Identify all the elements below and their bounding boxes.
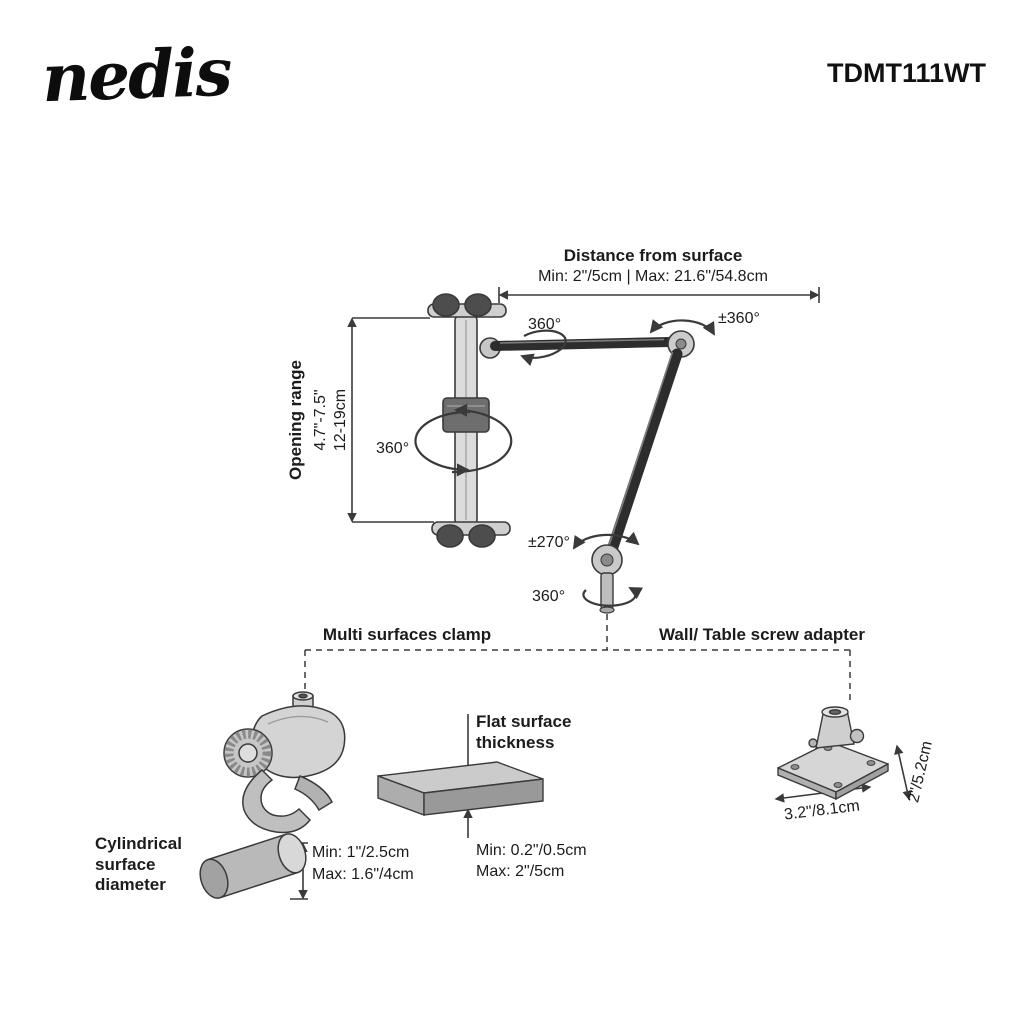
- dashed-connectors: [304, 614, 851, 704]
- cylindrical-surface-max: Max: 1.6"/4cm: [312, 866, 414, 883]
- cylinder-illustration: [199, 833, 307, 899]
- holder-rotation-arrow-left: [414, 410, 471, 477]
- flat-surface-slab-illustration: [377, 761, 544, 817]
- screw-adapter-illustration: [777, 706, 889, 801]
- rotation-top-label: 360°: [528, 316, 562, 333]
- cylindrical-surface-min: Min: 1"/2.5cm: [312, 844, 410, 861]
- lower-joint-rotation-arrow: [572, 531, 640, 550]
- top-joint-rotation-arrow: [520, 329, 567, 367]
- rotation-holder-label: 360°: [376, 440, 410, 457]
- adapter-depth-line: [894, 744, 912, 801]
- opening-range-cm: 12-19cm: [332, 388, 349, 452]
- opening-range-label: Opening range: [286, 360, 305, 480]
- articulated-arm-illustration: [479, 330, 695, 614]
- holder-rotation-arrow-right: [451, 403, 513, 474]
- rotation-lower-joint-label: ±270°: [528, 534, 570, 551]
- clamp-illustration: [223, 691, 346, 834]
- distance-title: Distance from surface: [563, 246, 743, 265]
- nedis-logo: nedis: [40, 32, 232, 118]
- elbow-rotation-arrow: [649, 319, 715, 336]
- cylindrical-surface-label: Cylindrical surface diameter: [95, 834, 182, 895]
- base-rotation-arrow: [582, 587, 644, 607]
- clamp-option-label: Multi surfaces clamp: [322, 625, 492, 644]
- rotation-elbow-label: ±360°: [718, 310, 760, 327]
- rotation-base-label: 360°: [532, 588, 566, 605]
- flat-surface-title: Flat surface thickness: [476, 712, 572, 752]
- flat-surface-max: Max: 2"/5cm: [476, 863, 565, 880]
- rotation-arrows: [414, 319, 715, 607]
- product-code: TDMT111WT: [826, 58, 986, 88]
- opening-range-inches: 4.7"-7.5": [312, 389, 329, 451]
- distance-range: Min: 2"/5cm | Max: 21.6"/54.8cm: [538, 268, 768, 285]
- adapter-option-label: Wall/ Table screw adapter: [659, 625, 865, 644]
- flat-surface-min: Min: 0.2"/0.5cm: [476, 842, 587, 859]
